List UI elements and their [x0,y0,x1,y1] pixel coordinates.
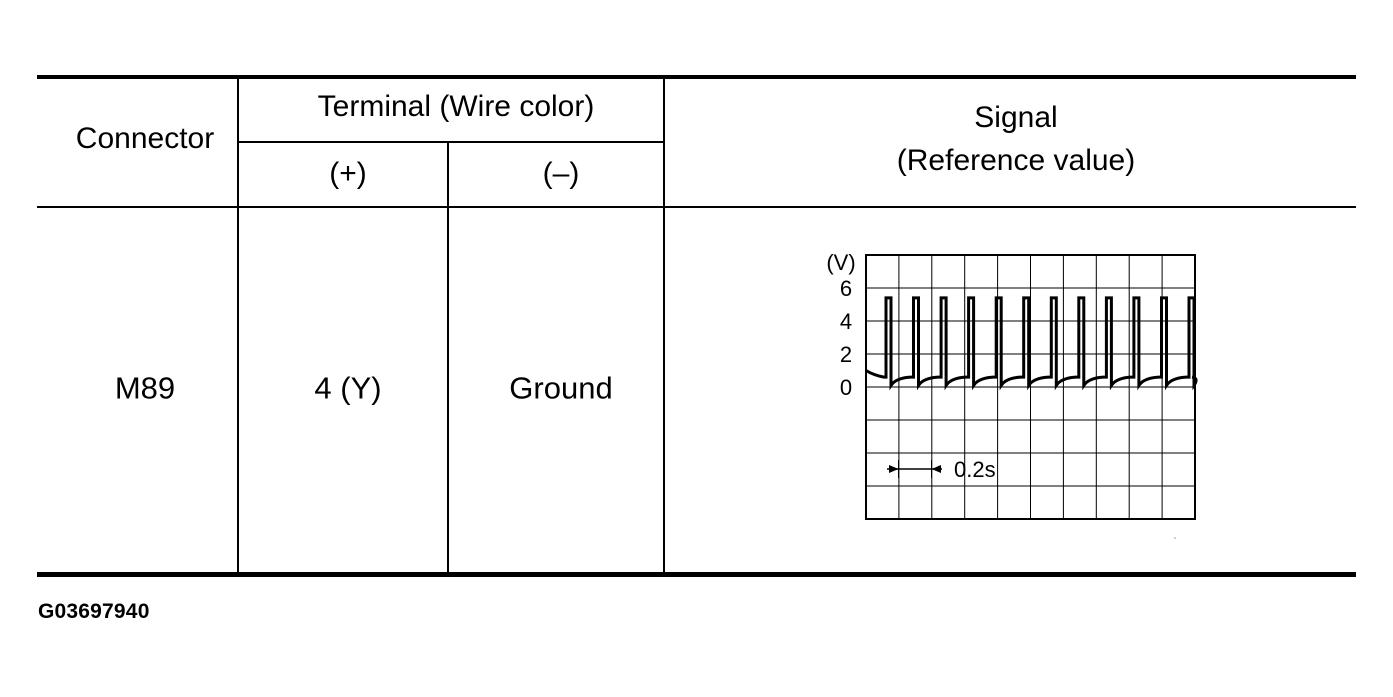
figure-id: G03697940 [38,600,150,623]
arrow-left-icon [889,465,899,473]
header-signal: Signal [974,101,1058,134]
waveform-axis-labels: (V) 6 4 2 0 [826,250,855,400]
table-bottom-rule [37,572,1356,577]
time-scale-marker: 0.2s [887,457,996,482]
table-top-rule [37,75,1356,79]
header-terminal: Terminal (Wire color) [317,90,595,123]
waveform-grid [865,254,1196,520]
row-terminal-plus: 4 (Y) [314,370,382,406]
y-tick-label: 6 [840,276,852,301]
header-signal-reference: (Reference value) [896,144,1136,177]
y-tick-label: 2 [840,342,852,367]
scan-speck [1174,537,1176,539]
column-divider-connector [237,78,239,574]
header-connector: Connector [75,122,215,155]
header-terminal-plus: (+) [329,157,367,190]
y-tick-label: 0 [840,375,852,400]
column-divider-signal [663,78,665,574]
arrow-right-icon [931,465,941,473]
signal-waveform: (V) 6 4 2 0 0.2s [826,250,1198,539]
header-terminal-minus: (–) [542,157,580,190]
header-bottom-rule [37,206,1356,208]
column-divider-plus-minus [447,142,449,574]
waveform-trace [865,296,1198,391]
y-tick-label: 4 [840,309,852,334]
row-connector: M89 [114,370,176,406]
y-unit-label: (V) [826,250,855,275]
time-scale-label: 0.2s [954,457,996,482]
terminal-subheader-rule [238,141,664,143]
row-terminal-minus: Ground [509,370,613,406]
